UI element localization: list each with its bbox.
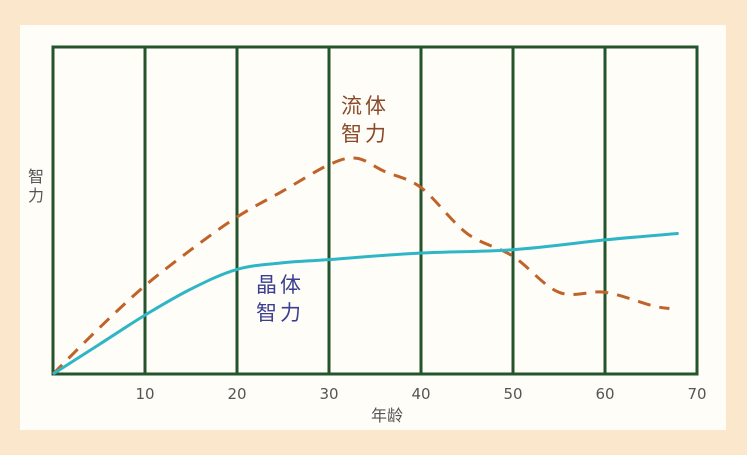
series-label-crystallized: 智力	[256, 301, 304, 325]
chart-card-background	[20, 25, 726, 430]
series-label-fluid: 流体	[341, 94, 389, 118]
grid-layer	[51, 45, 699, 376]
series-label-crystallized: 晶体	[256, 273, 304, 297]
x-tick-label: 30	[319, 385, 338, 403]
series-label-fluid: 智力	[341, 122, 389, 146]
x-tick-label: 20	[227, 385, 246, 403]
x-tick-label: 10	[135, 385, 154, 403]
x-tick-label: 50	[503, 385, 522, 403]
x-tick-label: 40	[411, 385, 430, 403]
crystallized-intelligence-line	[52, 231, 679, 376]
fluid-intelligence-line	[51, 156, 670, 376]
plot-frame	[51, 45, 699, 376]
y-axis-title: 智力	[28, 167, 44, 205]
series-layer	[51, 156, 679, 376]
x-tick-label: 60	[595, 385, 614, 403]
x-tick-label: 70	[687, 385, 706, 403]
x-axis-title: 年龄	[371, 406, 403, 425]
